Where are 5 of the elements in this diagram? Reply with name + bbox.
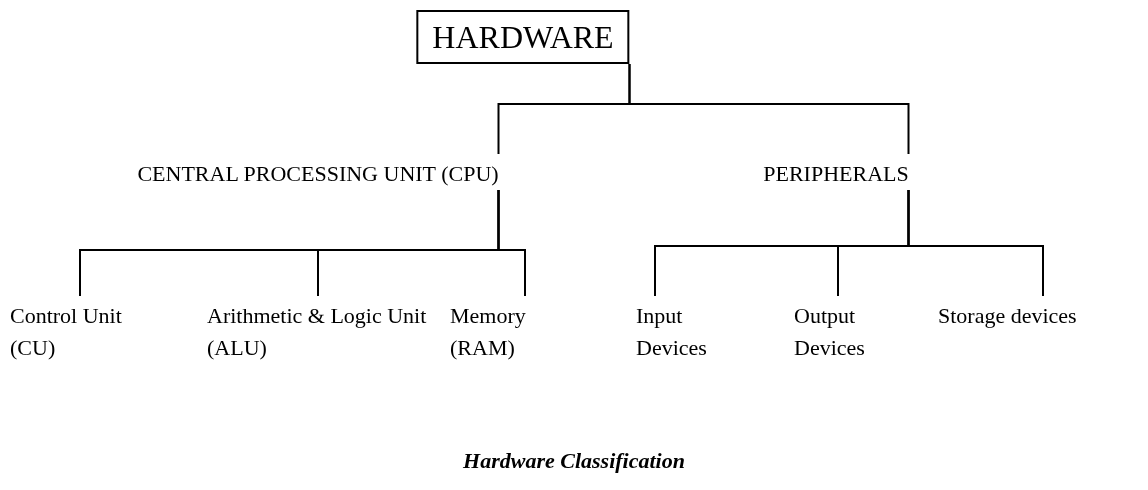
connector-line (907, 189, 1044, 297)
connector-line (628, 63, 910, 155)
root-box: HARDWARE (416, 10, 630, 65)
connector-line (497, 189, 526, 297)
figure-caption: Hardware Classification (463, 448, 685, 474)
